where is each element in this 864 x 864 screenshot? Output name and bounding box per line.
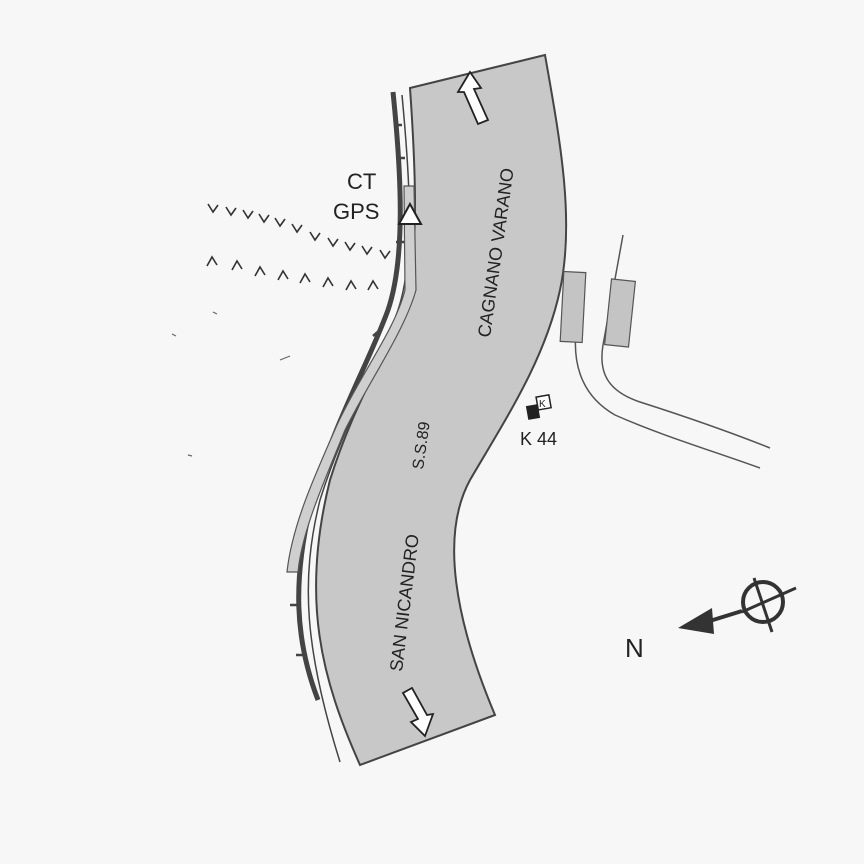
road-label-ss89: S.S.89	[410, 421, 434, 471]
gps-label: GPS	[333, 199, 379, 224]
km-marker-sign: K	[525, 394, 552, 420]
map-specks	[171, 311, 291, 457]
km-marker-label: K 44	[520, 429, 557, 449]
slope-hachures	[206, 203, 391, 291]
guardrail	[296, 91, 403, 701]
compass-crosshair-north-arrow-icon	[678, 577, 797, 634]
roadside-strip	[286, 185, 417, 573]
ct-label: CT	[347, 169, 376, 194]
direction-arrow-south-icon	[401, 686, 435, 738]
building-1	[559, 270, 587, 344]
km-sign-letter: K	[539, 399, 546, 410]
gps-station-triangle-icon	[397, 201, 423, 225]
building-2	[603, 278, 637, 348]
north-label: N	[625, 633, 644, 663]
side-road-inner	[601, 234, 771, 449]
side-road-outer	[574, 317, 761, 469]
direction-arrow-north-icon	[456, 70, 490, 126]
